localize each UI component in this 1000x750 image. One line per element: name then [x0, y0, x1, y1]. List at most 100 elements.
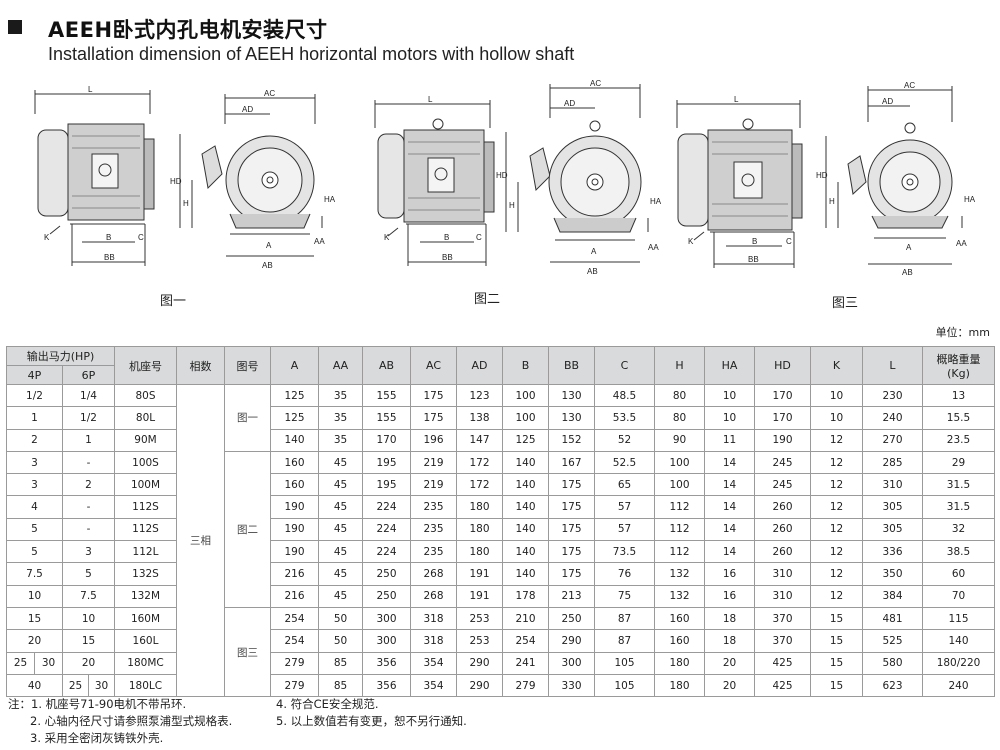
value-cell-weight: 60	[922, 562, 995, 586]
value-cell-ha: 20	[704, 673, 755, 698]
fig1-label-AC: AC	[264, 89, 275, 98]
value-cell-l: 623	[862, 673, 923, 698]
figure-2: L B BB C K AC AD HD H HA A AA AB	[370, 78, 670, 278]
value-cell-hd: 260	[754, 540, 811, 564]
value-cell-c: 105	[594, 651, 655, 675]
note-4: 4. 符合CE安全规范.	[276, 697, 379, 711]
value-cell-k: 15	[810, 673, 863, 698]
value-cell-weight: 15.5	[922, 406, 995, 430]
fig3-label-B: B	[752, 237, 757, 246]
notes-left: 注：1. 机座号71-90电机不带吊环. 2. 心轴内径尺寸请参照泵浦型式规格表…	[8, 696, 232, 747]
hp-6p-cell: 7.5	[62, 584, 115, 608]
value-cell-ab: 155	[362, 383, 411, 408]
value-cell-l: 240	[862, 406, 923, 430]
value-cell-b: 140	[502, 517, 549, 542]
value-cell-a: 279	[270, 673, 319, 698]
fig1-label-H: H	[183, 199, 189, 208]
value-cell-hd: 260	[754, 495, 811, 519]
value-cell-c: 52.5	[594, 450, 655, 475]
fig3-label-L: L	[734, 95, 739, 104]
value-cell-bb: 175	[548, 540, 595, 564]
value-cell-bb: 213	[548, 584, 595, 608]
value-cell-ad: 180	[456, 540, 503, 564]
value-cell-ad: 147	[456, 428, 503, 452]
value-cell-aa: 45	[318, 473, 363, 497]
value-cell-hd: 425	[754, 651, 811, 675]
value-cell-bb: 167	[548, 450, 595, 475]
fig1-label-A: A	[266, 241, 272, 250]
value-cell-ac: 219	[410, 450, 457, 475]
value-cell-weight: 31.5	[922, 473, 995, 497]
value-cell-ab: 300	[362, 629, 411, 653]
value-cell-c: 57	[594, 495, 655, 519]
value-cell-ha: 14	[704, 517, 755, 542]
value-cell-l: 310	[862, 473, 923, 497]
value-cell-c: 53.5	[594, 406, 655, 430]
figure-1-caption: 图一	[160, 294, 187, 309]
value-cell-c: 65	[594, 473, 655, 497]
value-cell-bb: 290	[548, 629, 595, 653]
value-cell-h: 112	[654, 540, 705, 564]
frame-cell: 100S	[114, 450, 177, 475]
title-cn: AEEH卧式内孔电机安装尺寸	[48, 18, 328, 42]
value-cell-aa: 45	[318, 540, 363, 564]
value-cell-c: 57	[594, 517, 655, 542]
fig1-label-C: C	[138, 233, 144, 242]
value-cell-aa: 85	[318, 673, 363, 698]
hp-4p-cell: 25	[6, 651, 35, 675]
hp-6p-cell: -	[62, 450, 115, 475]
dimension-table: 输出马力(HP) 机座号 相数 图号 A AA AB AC AD B BB C …	[6, 346, 995, 698]
value-cell-k: 12	[810, 473, 863, 497]
value-cell-h: 180	[654, 651, 705, 675]
value-cell-k: 12	[810, 562, 863, 586]
value-cell-weight: 70	[922, 584, 995, 608]
header-col-H: H	[654, 346, 705, 385]
hp-6p-cell: 15	[62, 629, 115, 653]
value-cell-a: 216	[270, 584, 319, 608]
value-cell-ac: 219	[410, 473, 457, 497]
value-cell-ab: 224	[362, 517, 411, 542]
value-cell-k: 12	[810, 584, 863, 608]
value-cell-weight: 29	[922, 450, 995, 475]
hp-4p-cell: 1/2	[6, 383, 63, 408]
note-1: 注：1. 机座号71-90电机不带吊环.	[8, 697, 187, 711]
value-cell-a: 125	[270, 383, 319, 408]
value-cell-b: 125	[502, 428, 549, 452]
value-cell-h: 80	[654, 383, 705, 408]
hp-4p-cell: 3	[6, 450, 63, 475]
value-cell-bb: 175	[548, 473, 595, 497]
value-cell-ab: 356	[362, 673, 411, 698]
fig3-label-A: A	[906, 243, 912, 252]
value-cell-l: 305	[862, 495, 923, 519]
value-cell-k: 12	[810, 450, 863, 475]
figure-2-caption: 图二	[474, 292, 501, 307]
value-cell-ab: 224	[362, 540, 411, 564]
value-cell-h: 132	[654, 584, 705, 608]
title-en: Installation dimension of AEEH horizonta…	[48, 44, 575, 64]
header-output: 输出马力(HP)	[6, 346, 115, 366]
value-cell-c: 73.5	[594, 540, 655, 564]
hp-6p-cell: 1/2	[62, 406, 115, 430]
value-cell-ha: 20	[704, 651, 755, 675]
value-cell-ab: 250	[362, 562, 411, 586]
value-cell-h: 160	[654, 606, 705, 631]
value-cell-ab: 195	[362, 473, 411, 497]
fig2-label-AC: AC	[590, 79, 601, 88]
hp-6p-cell: 3	[62, 540, 115, 564]
value-cell-c: 87	[594, 606, 655, 631]
value-cell-h: 160	[654, 629, 705, 653]
value-cell-ac: 318	[410, 629, 457, 653]
header-col-AB: AB	[362, 346, 411, 385]
value-cell-k: 15	[810, 651, 863, 675]
fig3-label-AD: AD	[882, 97, 893, 106]
value-cell-a: 160	[270, 473, 319, 497]
value-cell-b: 140	[502, 540, 549, 564]
value-cell-ad: 290	[456, 651, 503, 675]
header-weight-label: 概略重量	[936, 353, 981, 366]
figure-cell: 图三	[224, 606, 271, 698]
hp-6p-cell: -	[62, 517, 115, 542]
value-cell-k: 12	[810, 495, 863, 519]
